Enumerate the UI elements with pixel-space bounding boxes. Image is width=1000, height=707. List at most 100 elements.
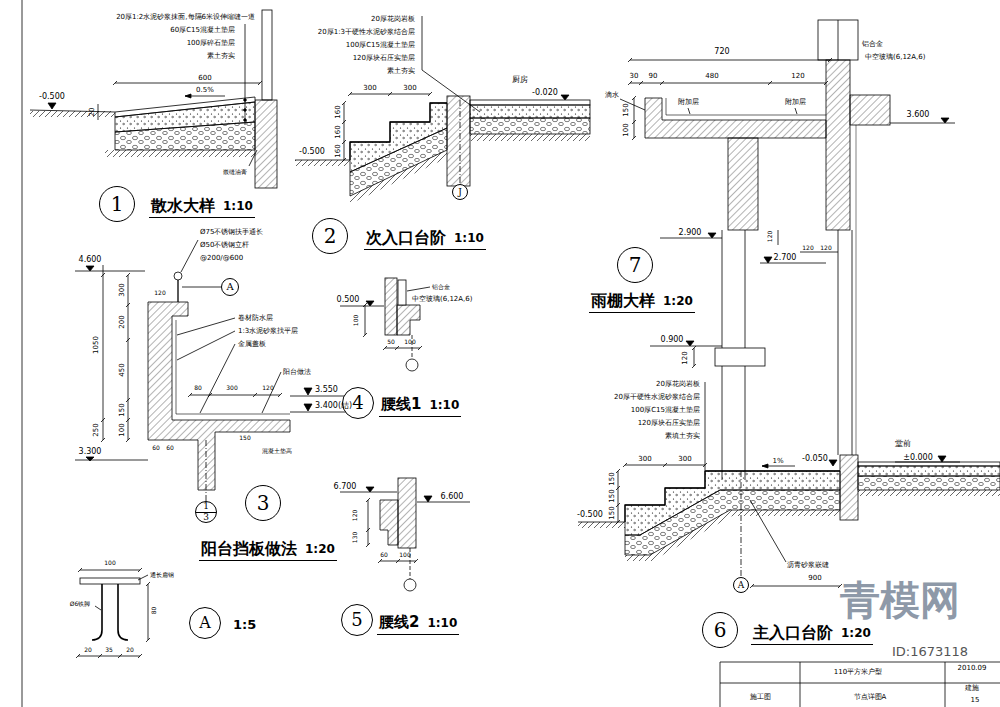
cornice-one-detail [363,333,367,337]
main-entrance-steps [625,510,840,561]
dimension-label: 300 [363,84,376,92]
balcony-parapet-detail [208,393,212,397]
title-underline [364,249,486,250]
cornice-one-detail [383,346,387,350]
anchor-detail [118,654,122,658]
dimension-label: 150 [608,506,616,519]
note-label: 阳台做法 [283,368,311,376]
side-entrance-steps [470,134,590,141]
detail-index-bubble: 7雨棚大样1:20 [617,247,653,283]
note-label: 嵌缝油膏 [223,169,247,176]
dimension-label: 1% [772,457,783,465]
sheet-frame [22,0,1000,707]
balcony-parapet-detail [128,275,129,440]
canopy-detail [645,98,826,138]
cornice-one-detail [363,303,367,307]
canopy-detail [630,60,830,61]
canopy-detail [686,341,694,346]
main-entrance-steps [762,464,768,468]
note-label: 20厚1:2水泥砂浆抹面,每隔6米设伸缩缝一道 [116,13,255,21]
dimension-label: 120 [791,72,804,80]
watermark: 青模网 [840,577,960,623]
canopy-detail [768,81,772,85]
note-label: 中空玻璃(6,12A,6) [412,295,473,303]
main-entrance-steps [663,463,667,467]
balcony-parapet-detail [182,287,221,288]
apron-detail [244,119,247,122]
apron-detail [262,10,272,100]
main-entrance-steps [625,490,840,555]
title-block-cell: 施工图 [750,693,771,701]
note-label: 铝合金 [432,284,450,291]
watermark: ID:1673118 [892,645,968,660]
scale-label: 1:5 [233,618,256,633]
elevation-label: -0.500 [299,147,325,156]
note-label: 滴水 [605,91,619,99]
canopy-detail [628,58,632,62]
title-underline [149,217,255,218]
dimension-label: 150 [608,472,616,485]
dimension-label: 120 [353,509,360,520]
detail-title: 主入口台阶 [753,624,833,642]
dimension-label: 100 [399,552,410,559]
canopy-detail [660,81,664,85]
dimension-label: 90 [649,72,658,80]
cornice-two-detail [380,500,398,545]
canopy-detail [620,20,955,480]
canopy-detail [838,20,839,60]
main-entrance-steps [616,503,620,507]
side-entrance-steps [295,16,590,204]
canopy-detail [800,252,838,253]
detail-number: A [221,281,239,293]
side-entrance-steps [348,92,352,96]
anchor-detail [138,654,142,658]
balcony-parapet-detail [290,396,345,397]
canopy-detail [628,81,632,85]
cornice-two-detail [340,492,397,493]
detail-title: 腰线1 [381,396,421,413]
note-label: 20厚1:3干硬性水泥砂浆结合层 [318,28,415,36]
cornice-two-detail [366,487,374,492]
dimension-label: 300 [226,385,237,392]
apron-detail [258,81,262,85]
dimension-label: 150 [622,103,630,116]
balcony-parapet-detail [177,280,178,302]
note-label: 120厚块石压实垫层 [353,54,415,62]
canopy-detail [688,108,690,114]
side-entrance-steps [344,103,345,160]
note-label: 附加层 [785,98,806,106]
apron-detail [98,104,99,120]
canopy-detail [728,138,758,230]
balcony-parapet-detail [126,273,130,277]
dimension-label: 300 [403,84,416,92]
dimension-label: 30 [630,72,639,80]
note-label: 100厚C15混凝土垫层 [346,41,415,49]
detail-number: A [189,614,221,632]
anchor-detail [95,606,101,610]
main-entrance-steps [858,466,1000,476]
anchor-detail [78,656,140,657]
main-entrance-steps [858,490,1000,496]
note-label: 中空玻璃(6,12A,6) [865,53,926,61]
cornice-two-detail [340,478,470,591]
dimension-label: 60 [380,552,388,559]
cornice-one-detail [397,305,420,335]
elevation-label: 2.700 [774,253,797,262]
note-label: 20厚干硬性水泥砂浆结合层 [614,393,700,401]
dimension-label: 100 [118,423,126,436]
reference-bubble: A [221,278,239,296]
canopy-detail [818,20,858,60]
detail-number: A [733,580,749,590]
detail-number: 3 [245,492,281,515]
cornice-one-detail [418,346,422,350]
canopy-detail [632,96,636,100]
canopy-detail [824,81,828,85]
side-entrance-steps [342,120,346,124]
cornice-two-detail [396,559,400,563]
axis-bubble: A [733,577,749,593]
cornice-one-detail [340,306,384,307]
title-block-cell: 15 [971,696,980,704]
title-block-cell: 节点详图A [854,693,887,701]
title-underline [377,634,459,635]
dimension-label: 120 [681,351,689,364]
